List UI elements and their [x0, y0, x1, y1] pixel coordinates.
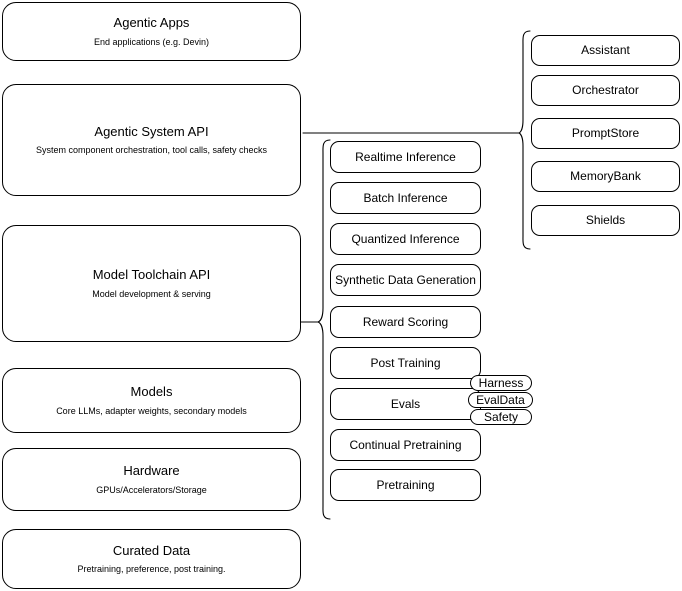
agentic-component-orchestrator[interactable]: Orchestrator — [531, 75, 680, 106]
stack-layer-curated-data[interactable]: Curated Data Pretraining, preference, po… — [2, 529, 301, 589]
capability-label: Reward Scoring — [362, 314, 449, 329]
eval-subcomponent-label: Harness — [478, 375, 524, 390]
brace-right — [518, 30, 531, 250]
stack-layer-title: Models — [130, 384, 173, 400]
stack-layer-subtitle: GPUs/Accelerators/Storage — [96, 484, 207, 495]
capability-batch-inference[interactable]: Batch Inference — [330, 182, 481, 214]
eval-subcomponent-evaldata[interactable]: EvalData — [468, 392, 533, 408]
stack-layer-hardware[interactable]: Hardware GPUs/Accelerators/Storage — [2, 448, 301, 511]
agentic-component-promptstore[interactable]: PromptStore — [531, 118, 680, 149]
capability-continual-pretraining[interactable]: Continual Pretraining — [330, 429, 481, 461]
capability-quantized-inference[interactable]: Quantized Inference — [330, 223, 481, 255]
capability-label: Realtime Inference — [355, 149, 456, 164]
stack-layer-title: Curated Data — [112, 542, 191, 558]
agentic-component-shields[interactable]: Shields — [531, 205, 680, 236]
capability-label: Batch Inference — [363, 190, 448, 205]
stack-layer-title: Model Toolchain API — [92, 267, 211, 283]
capability-evals[interactable]: Evals — [330, 388, 481, 420]
agentic-component-assistant[interactable]: Assistant — [531, 35, 680, 66]
capability-reward-scoring[interactable]: Reward Scoring — [330, 306, 481, 338]
brace-middle — [317, 139, 331, 520]
agentic-component-label: Shields — [585, 213, 626, 227]
capability-label: Pretraining — [376, 477, 435, 492]
capability-label: Synthetic Data Generation — [335, 272, 476, 287]
stack-layer-subtitle: Pretraining, preference, post training. — [77, 564, 226, 574]
capability-realtime-inference[interactable]: Realtime Inference — [330, 141, 481, 173]
capability-label: Evals — [390, 396, 421, 411]
stack-layer-title: Agentic Apps — [113, 15, 190, 31]
agentic-component-label: MemoryBank — [570, 169, 641, 183]
capability-post-training[interactable]: Post Training — [330, 347, 481, 379]
agentic-component-label: Orchestrator — [572, 83, 639, 97]
capability-label: Quantized Inference — [351, 231, 460, 246]
eval-subcomponent-label: Safety — [483, 409, 519, 424]
stack-layer-subtitle: Core LLMs, adapter weights, secondary mo… — [56, 405, 247, 416]
capability-pretraining[interactable]: Pretraining — [330, 469, 481, 501]
stack-layer-model-toolchain-api[interactable]: Model Toolchain API Model development & … — [2, 225, 301, 342]
stack-layer-agentic-system-api[interactable]: Agentic System API System component orch… — [2, 84, 301, 196]
stack-layer-agentic-apps[interactable]: Agentic Apps End applications (e.g. Devi… — [2, 2, 301, 61]
stack-layer-subtitle: Model development & serving — [92, 288, 211, 299]
agentic-component-label: Assistant — [581, 43, 630, 57]
stack-layer-models[interactable]: Models Core LLMs, adapter weights, secon… — [2, 368, 301, 433]
capability-label: Post Training — [370, 355, 441, 370]
stack-layer-title: Hardware — [123, 463, 180, 479]
eval-subcomponent-harness[interactable]: Harness — [470, 375, 532, 391]
stack-layer-subtitle: System component orchestration, tool cal… — [35, 145, 268, 155]
agentic-component-label: PromptStore — [571, 126, 640, 140]
eval-subcomponent-label: EvalData — [476, 392, 525, 407]
capability-label: Continual Pretraining — [349, 437, 462, 452]
stack-layer-subtitle: End applications (e.g. Devin) — [93, 36, 210, 47]
capability-synthetic-data-generation[interactable]: Synthetic Data Generation — [330, 264, 481, 296]
stack-layer-title: Agentic System API — [94, 123, 209, 139]
agentic-component-memorybank[interactable]: MemoryBank — [531, 161, 680, 192]
eval-subcomponent-safety[interactable]: Safety — [470, 409, 532, 425]
